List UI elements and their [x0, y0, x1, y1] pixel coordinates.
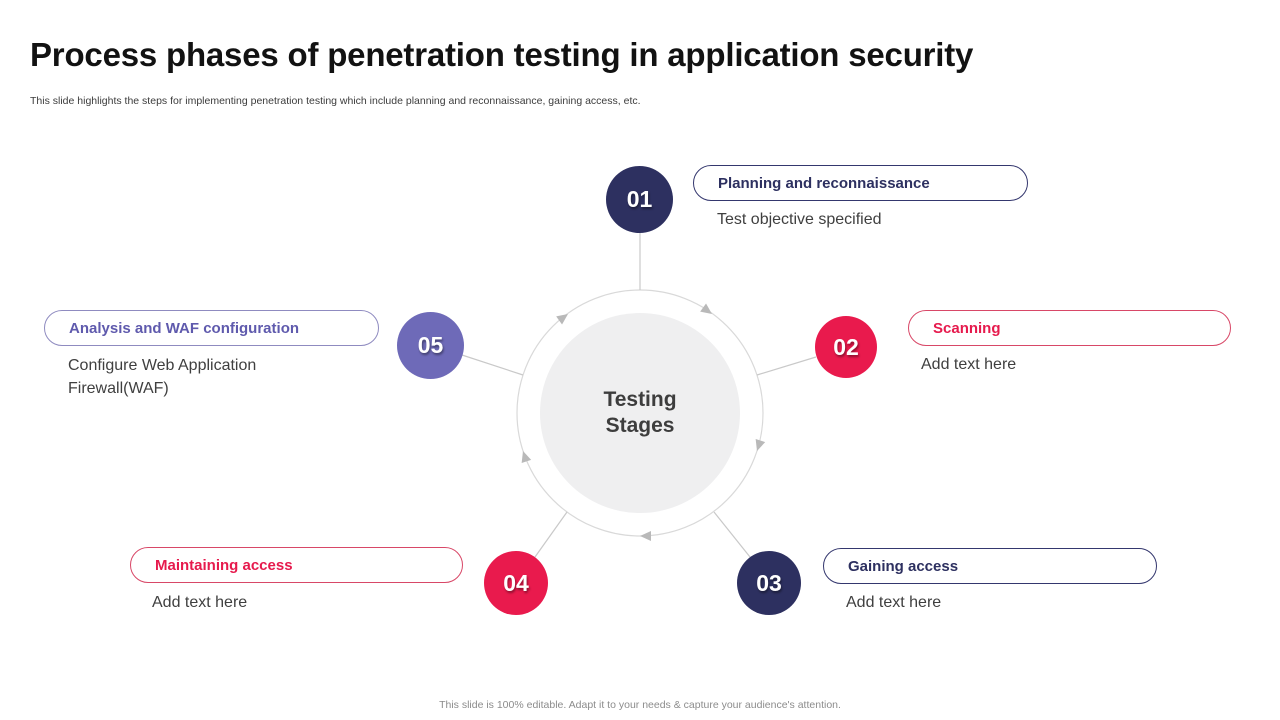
page-title: Process phases of penetration testing in…: [30, 36, 974, 73]
stage-03-pill: Gaining access: [823, 548, 1157, 584]
spoke-line: [756, 356, 817, 376]
stage-03-label: Gaining access: [848, 557, 959, 575]
slide-footer: This slide is 100% editable. Adapt it to…: [439, 699, 841, 711]
arrow-icon: [640, 531, 651, 541]
arrow-icon: [700, 303, 712, 314]
stage-05-pill: Analysis and WAF configuration: [44, 310, 379, 346]
arrow-icon: [755, 438, 766, 451]
center-circle: Testing Stages: [540, 313, 740, 513]
spoke-line: [461, 354, 524, 376]
stage-01-circle: 01: [606, 166, 673, 233]
stage-01-pill: Planning and reconnaissance: [693, 165, 1028, 201]
stage-02-pill: Scanning: [908, 310, 1231, 346]
stage-05-label: Analysis and WAF configuration: [69, 319, 300, 337]
stage-01-description: Test objective specified: [717, 211, 882, 228]
slide-subtitle: This slide highlights the steps for impl…: [30, 95, 641, 107]
stage-04-circle: 04: [484, 551, 548, 615]
stage-02-number: 02: [833, 333, 859, 360]
stage-02-description: Add text here: [921, 356, 1017, 373]
stage-02-circle: 02: [815, 316, 877, 378]
stage-05-circle: 05: [397, 312, 464, 379]
stage-02-label: Scanning: [933, 319, 1001, 337]
stage-03-number: 03: [756, 569, 782, 596]
arrow-icon: [556, 314, 568, 325]
stage-04-description: Add text here: [152, 594, 248, 611]
stage-04-pill: Maintaining access: [130, 547, 463, 583]
stage-05-number: 05: [417, 332, 444, 358]
clockwise-arrow-icons: [521, 303, 766, 541]
stage-03-description: Add text here: [846, 594, 942, 611]
stage-04-label: Maintaining access: [155, 556, 293, 574]
spoke-lines: [461, 233, 817, 558]
stage-05-description: Configure Web Application Firewall(WAF): [68, 357, 257, 397]
spoke-line: [534, 511, 568, 558]
arrow-icon: [521, 451, 532, 464]
spoke-line: [713, 511, 751, 558]
stage-01-label: Planning and reconnaissance: [718, 174, 930, 192]
stage-04-number: 04: [503, 569, 529, 596]
center-label: Testing Stages: [603, 388, 677, 437]
stage-03-circle: 03: [737, 551, 801, 615]
stage-01-number: 01: [626, 186, 653, 212]
